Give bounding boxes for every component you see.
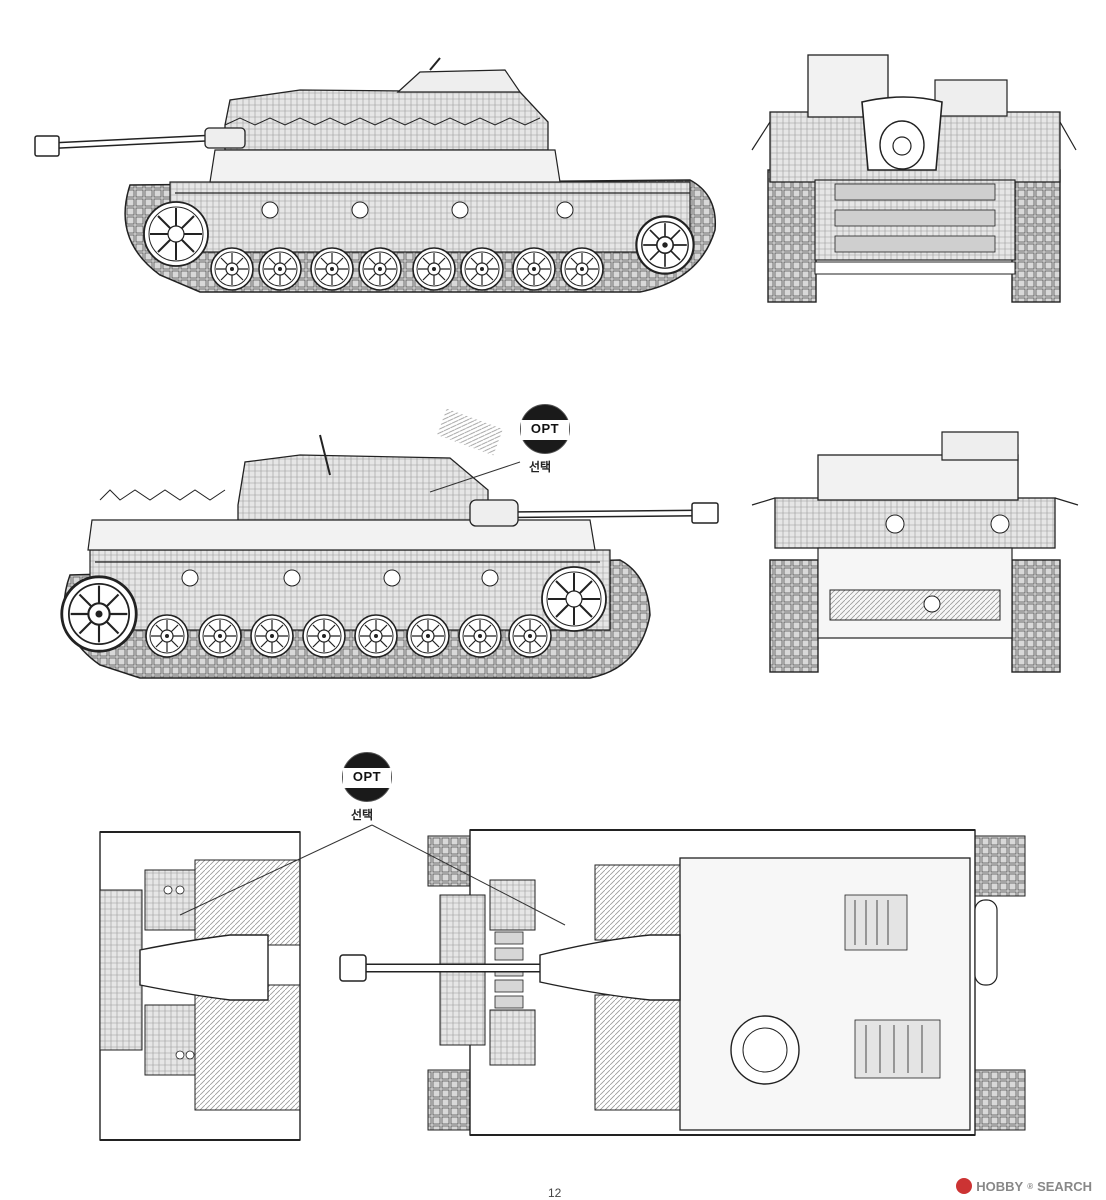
full-top-view — [339, 829, 1026, 1136]
opt-badge-top-view: OPT — [342, 752, 392, 802]
watermark-brand: HOBBY — [976, 1178, 1024, 1194]
select-label-top-view: 선택 — [351, 808, 374, 822]
opt-badge-side-view: OPT — [520, 404, 570, 454]
opt-badge-text: OPT — [352, 769, 382, 784]
watermark-suffix: SEARCH — [1037, 1178, 1092, 1194]
rear-view — [751, 431, 1079, 673]
opt-badge-band — [343, 768, 391, 788]
opt-badge-text: OPT — [530, 421, 560, 436]
front-view — [751, 54, 1077, 303]
left-side-view — [34, 57, 717, 293]
watermark: HOBBY® SEARCH — [956, 1178, 1092, 1194]
watermark-registered: ® — [1027, 1181, 1034, 1191]
select-label-side-view: 선택 — [529, 460, 552, 474]
opt-badge-band — [521, 420, 569, 440]
page-number: 12 — [548, 1186, 562, 1200]
right-side-view — [60, 408, 719, 679]
partial-top-view — [99, 831, 301, 1141]
callout-leaders — [179, 461, 566, 926]
watermark-logo-icon — [956, 1178, 973, 1194]
